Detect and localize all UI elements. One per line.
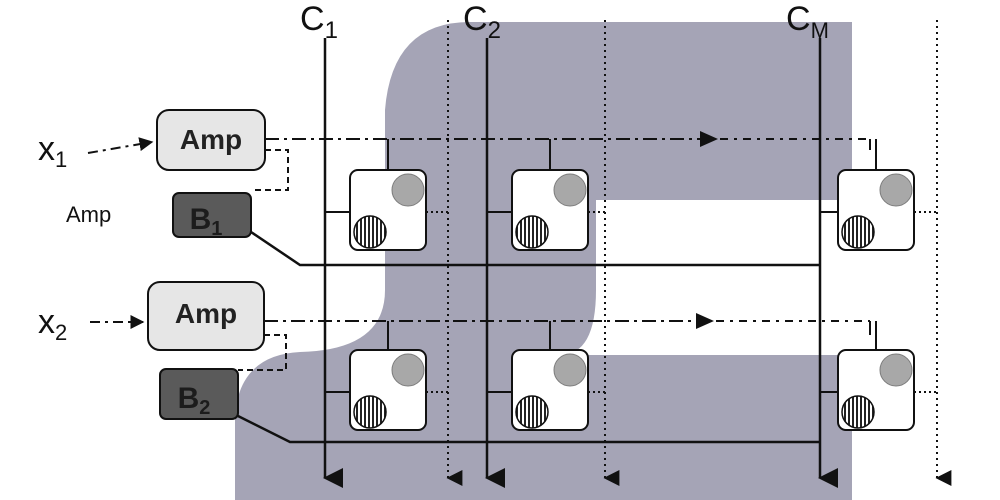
memory-cell [487, 139, 605, 251]
memory-cell [325, 321, 448, 431]
column-lines [323, 38, 838, 488]
memory-cell [325, 139, 448, 251]
svg-text:Amp: Amp [180, 124, 242, 155]
input-row-2: x2 [38, 303, 145, 345]
memory-cell [820, 321, 937, 431]
dotted-bit-lines [446, 20, 952, 486]
column-label-m: CM [786, 0, 829, 43]
column-label-1: C1 [300, 0, 338, 44]
bias-block-2: B2 [159, 368, 239, 420]
svg-text:B2: B2 [178, 382, 211, 419]
input-label-2: x2 [38, 303, 67, 345]
column-label-2: C2 [463, 0, 501, 44]
memory-cell-array [325, 139, 937, 431]
column-labels: C1 C2 CM [300, 0, 829, 44]
input-label-1: x1 [38, 130, 67, 172]
amp-block-1: Amp [156, 109, 266, 171]
svg-text:B1: B1 [190, 203, 223, 240]
input-row-1: x1 Amp [38, 130, 154, 227]
bias-row-lines [237, 230, 820, 444]
amp-side-label: Amp [66, 202, 111, 227]
memory-cell [487, 321, 605, 431]
bias-block-1: B1 [172, 192, 252, 240]
amp-block-2: Amp [147, 281, 265, 351]
memory-cell [820, 139, 937, 251]
word-lines [238, 131, 871, 371]
svg-text:Amp: Amp [175, 298, 237, 329]
